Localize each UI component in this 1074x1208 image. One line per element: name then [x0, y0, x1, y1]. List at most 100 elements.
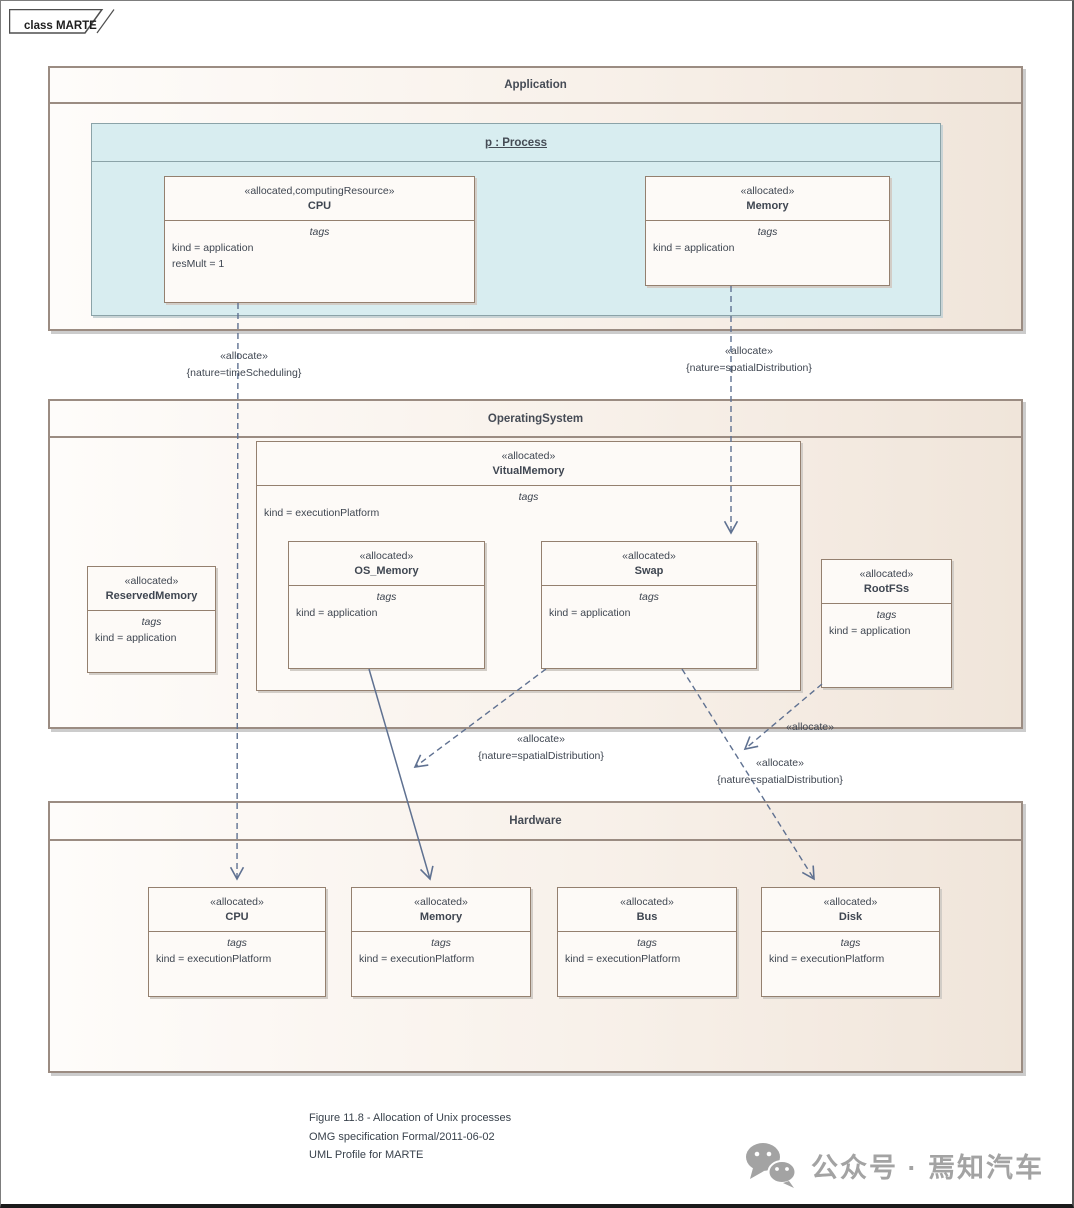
- tag-line: kind = executionPlatform: [359, 953, 475, 965]
- class-name: Bus: [636, 911, 658, 923]
- package-operating-system-header: OperatingSystem: [50, 401, 1021, 438]
- class-virtual-memory-header: «allocated» VitualMemory: [257, 442, 800, 486]
- tag-line: kind = application: [653, 242, 735, 254]
- tags-label: tags: [637, 937, 657, 949]
- tags-label: tags: [376, 591, 397, 603]
- tag-line: kind = executionPlatform: [769, 953, 885, 965]
- class-hw-bus: «allocated» Bus tags kind = executionPla…: [557, 887, 737, 997]
- stereotype: «allocated»: [859, 568, 914, 580]
- stereotype: «allocated»: [620, 896, 674, 908]
- class-hw-memory-tags: tags kind = executionPlatform: [352, 932, 530, 967]
- allocate-label-swap-disk: «allocate» {nature=spatialDistribution}: [717, 755, 843, 789]
- class-app-cpu-header: «allocated,computingResource» CPU: [165, 177, 474, 221]
- stereotype: «allocated»: [414, 896, 468, 908]
- stereotype: «allocated»: [210, 896, 264, 908]
- tags-label: tags: [227, 937, 247, 949]
- class-os-memory: «allocated» OS_Memory tags kind = applic…: [288, 541, 485, 669]
- tags-label: tags: [639, 591, 659, 603]
- allocate-constraint: {nature=spatialDistribution}: [717, 774, 843, 786]
- stereotype: «allocated»: [359, 550, 414, 562]
- diagram-frame-tab: class MARTE: [8, 8, 129, 42]
- package-title: OperatingSystem: [487, 412, 584, 425]
- class-name: VitualMemory: [492, 465, 565, 477]
- class-name: Memory: [746, 200, 789, 212]
- class-name: Memory: [419, 911, 463, 923]
- class-name: CPU: [225, 911, 249, 923]
- tag-line: kind = application: [829, 625, 911, 637]
- class-app-memory-header: «allocated» Memory: [646, 177, 889, 221]
- allocate-stereotype: «allocate»: [786, 721, 834, 733]
- wechat-icon: [746, 1143, 797, 1188]
- allocate-constraint: {nature=spatialDistribution}: [686, 362, 812, 374]
- tags-label: tags: [431, 937, 451, 949]
- tag-line: kind = executionPlatform: [156, 953, 272, 965]
- class-hw-disk-tags: tags kind = executionPlatform: [762, 932, 939, 967]
- allocate-stereotype: «allocate»: [725, 345, 773, 357]
- class-os-memory-tags: tags kind = application: [289, 586, 484, 621]
- allocate-stereotype: «allocate»: [220, 350, 268, 362]
- tags-label: tags: [840, 937, 861, 949]
- frame-tab-label: class MARTE: [24, 20, 97, 32]
- class-swap-header: «allocated» Swap: [542, 542, 756, 586]
- allocate-stereotype: «allocate»: [756, 757, 804, 769]
- figure-caption: Figure 11.8 - Allocation of Unix process…: [309, 1109, 511, 1165]
- caption-line: OMG specification Formal/2011-06-02: [309, 1130, 495, 1143]
- class-hw-cpu-tags: tags kind = executionPlatform: [149, 932, 325, 967]
- allocate-stereotype: «allocate»: [517, 733, 565, 745]
- tags-label: tags: [757, 226, 778, 238]
- class-hw-bus-tags: tags kind = executionPlatform: [558, 932, 736, 967]
- tag-line: kind = application: [172, 242, 254, 254]
- tags-label: tags: [141, 616, 162, 628]
- class-rootfss-header: «allocated» RootFSs: [822, 560, 951, 604]
- class-reserved-memory-tags: tags kind = application: [88, 611, 215, 646]
- class-name: RootFSs: [863, 583, 910, 595]
- stereotype: «allocated»: [124, 575, 179, 587]
- class-reserved-memory: «allocated» ReservedMemory tags kind = a…: [87, 566, 216, 673]
- caption-line: UML Profile for MARTE: [309, 1149, 424, 1161]
- tag-line: kind = application: [549, 607, 631, 619]
- class-name: Swap: [634, 565, 664, 577]
- allocate-label-swap-memory: «allocate» {nature=spatialDistribution}: [478, 731, 604, 765]
- class-hw-cpu-header: «allocated» CPU: [149, 888, 325, 932]
- class-virtual-memory-tags: tags kind = executionPlatform: [257, 486, 800, 521]
- allocate-label-rootfss: «allocate»: [786, 719, 834, 736]
- class-os-memory-header: «allocated» OS_Memory: [289, 542, 484, 586]
- class-hw-disk-header: «allocated» Disk: [762, 888, 939, 932]
- stereotype: «allocated»: [823, 896, 878, 908]
- caption-line: Figure 11.8 - Allocation of Unix process…: [309, 1112, 512, 1124]
- tag-line: kind = executionPlatform: [264, 507, 380, 519]
- class-rootfss-tags: tags kind = application: [822, 604, 951, 639]
- allocate-label-cpu: «allocate» {nature=timeScheduling}: [187, 348, 302, 382]
- watermark: 公众号 · 焉知汽车: [743, 1141, 1044, 1189]
- allocate-constraint: {nature=spatialDistribution}: [478, 750, 604, 762]
- class-app-cpu: «allocated,computingResource» CPU tags k…: [164, 176, 475, 303]
- tag-line: kind = application: [296, 607, 378, 619]
- class-hw-bus-header: «allocated» Bus: [558, 888, 736, 932]
- class-swap-tags: tags kind = application: [542, 586, 756, 621]
- class-swap: «allocated» Swap tags kind = application: [541, 541, 757, 669]
- stereotype: «allocated»: [501, 450, 556, 462]
- class-reserved-memory-header: «allocated» ReservedMemory: [88, 567, 215, 611]
- class-hw-cpu: «allocated» CPU tags kind = executionPla…: [148, 887, 326, 997]
- watermark-text: 公众号 · 焉知汽车: [811, 1152, 1044, 1183]
- tag-line: kind = application: [95, 632, 177, 644]
- class-hw-memory-header: «allocated» Memory: [352, 888, 530, 932]
- class-app-cpu-tags: tags kind = application resMult = 1: [165, 221, 474, 272]
- package-title: Application: [504, 79, 567, 91]
- package-hardware-header: Hardware: [50, 803, 1021, 841]
- package-application-header: Application: [50, 68, 1021, 104]
- class-hw-disk: «allocated» Disk tags kind = executionPl…: [761, 887, 940, 997]
- class-name: CPU: [307, 200, 332, 212]
- tag-line: resMult = 1: [172, 258, 225, 270]
- class-rootfss: «allocated» RootFSs tags kind = applicat…: [821, 559, 952, 688]
- process-instance-title: p : Process: [92, 124, 940, 162]
- stereotype: «allocated,computingResource»: [244, 185, 395, 197]
- class-app-memory: «allocated» Memory tags kind = applicati…: [645, 176, 890, 286]
- tag-line: kind = executionPlatform: [565, 953, 681, 965]
- allocate-label-memory: «allocate» {nature=spatialDistribution}: [686, 343, 812, 377]
- stereotype: «allocated»: [740, 185, 795, 197]
- allocate-constraint: {nature=timeScheduling}: [186, 367, 302, 379]
- package-title: Hardware: [509, 815, 562, 827]
- class-app-memory-tags: tags kind = application: [646, 221, 889, 256]
